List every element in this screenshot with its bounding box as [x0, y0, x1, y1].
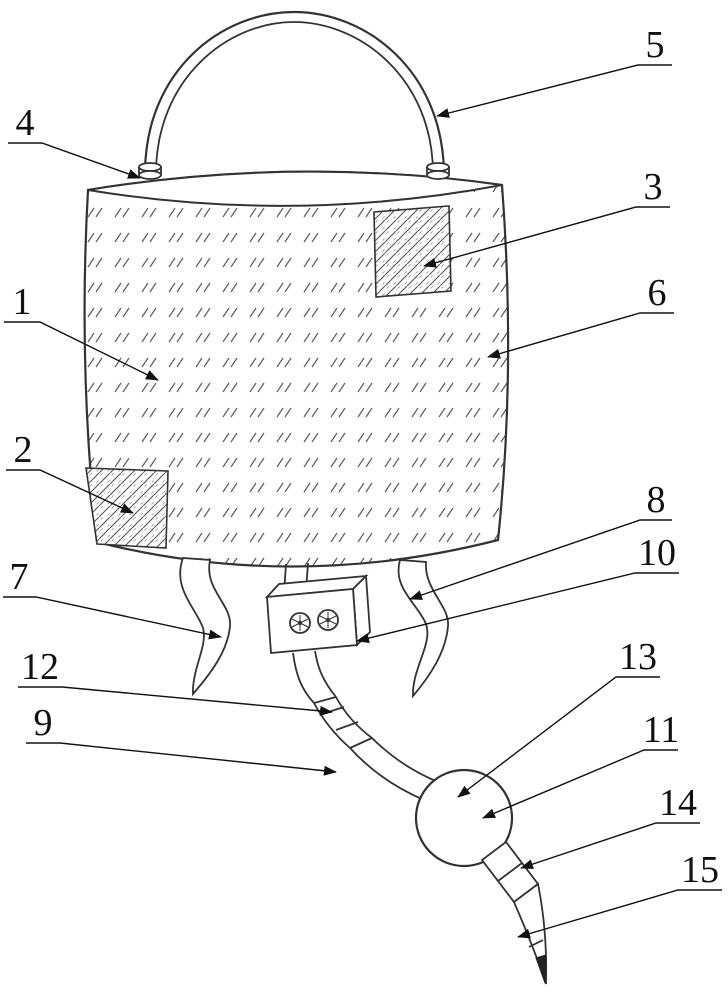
leader-line-1	[4, 321, 159, 381]
part-label-15: 15	[681, 849, 719, 891]
right-hook	[397, 559, 449, 699]
part-label-7: 7	[10, 556, 29, 598]
part-label-14: 14	[659, 782, 697, 824]
leader-line-15	[517, 889, 722, 939]
flexible-tube	[292, 650, 439, 801]
roller-left	[289, 612, 311, 634]
connector-block	[264, 573, 371, 654]
roller-right	[317, 609, 339, 631]
part-labels: 1 2 3 4 5 6 7 8 9 10 11 12 13 14 15	[10, 24, 720, 891]
part-label-9: 9	[34, 702, 53, 744]
part-label-13: 13	[619, 636, 657, 678]
handle-fitting-right	[426, 162, 450, 180]
part-label-10: 10	[638, 532, 676, 574]
leader-line-6	[487, 312, 674, 359]
patch-bottom-left	[85, 467, 169, 549]
leader-line-9	[26, 742, 337, 776]
leader-line-13	[457, 676, 660, 798]
part-label-3: 3	[644, 166, 663, 208]
part-label-4: 4	[16, 102, 35, 144]
bag-top-face	[87, 170, 503, 207]
patch-top-right	[373, 205, 452, 298]
leader-line-5	[436, 64, 672, 118]
part-label-2: 2	[14, 429, 33, 471]
part-label-11: 11	[643, 709, 680, 751]
leader-line-11	[482, 749, 678, 819]
part-label-5: 5	[646, 24, 665, 66]
left-hook	[179, 557, 231, 697]
leader-line-14	[520, 822, 700, 869]
part-label-6: 6	[648, 272, 667, 314]
leader-line-2	[6, 469, 134, 514]
leader-line-12	[18, 686, 333, 716]
part-label-12: 12	[21, 646, 59, 688]
carry-handle	[143, 10, 446, 173]
leader-line-7	[3, 596, 222, 640]
leader-line-8	[409, 519, 672, 600]
handle-fitting-left	[138, 162, 162, 180]
part-label-1: 1	[13, 281, 32, 323]
part-label-8: 8	[647, 479, 666, 521]
ball-joint	[414, 768, 514, 868]
leader-line-10	[356, 572, 679, 644]
leader-line-4	[8, 142, 141, 179]
leader-line-3	[423, 206, 670, 268]
leader-lines	[3, 64, 722, 939]
